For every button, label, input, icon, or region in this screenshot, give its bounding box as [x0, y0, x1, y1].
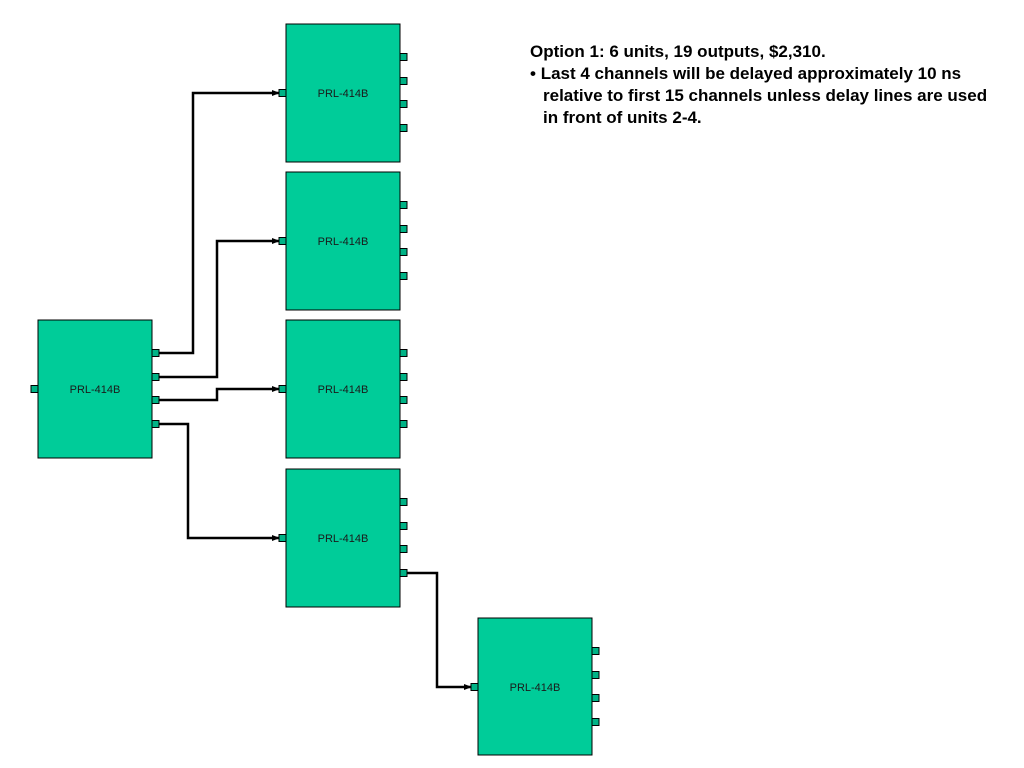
input-port [278, 385, 287, 393]
connection-wires [159, 90, 472, 690]
unit-u2: PRL-414B [278, 23, 408, 163]
wire-u1-out3-to-u4 [159, 386, 280, 402]
unit-label: PRL-414B [318, 236, 369, 248]
unit-label: PRL-414B [70, 384, 121, 396]
output-port-4 [591, 718, 600, 726]
unit-box [285, 23, 401, 163]
output-port-4 [399, 124, 408, 132]
notes-panel: Option 1: 6 units, 19 outputs, $2,310. •… [530, 41, 1000, 129]
output-port-2 [399, 77, 408, 85]
unit-box [285, 319, 401, 459]
unit-u4: PRL-414B [278, 319, 408, 459]
unit-u3: PRL-414B [278, 171, 408, 311]
unit-box [477, 617, 593, 756]
output-port-3 [399, 396, 408, 404]
output-port-4 [399, 569, 408, 577]
units-layer: PRL-414B PRL-414B PRL-414B PRL-414B PRL-414B… [30, 23, 600, 756]
wire-u1-out1-to-u2 [159, 90, 280, 355]
output-port-1 [399, 53, 408, 61]
output-port-2 [399, 373, 408, 381]
output-port-1 [399, 349, 408, 357]
input-port [278, 534, 287, 542]
unit-label: PRL-414B [318, 533, 369, 545]
notes-heading: Option 1: 6 units, 19 outputs, $2,310. [530, 42, 826, 61]
input-port [278, 237, 287, 245]
output-port-3 [399, 545, 408, 553]
output-port-2 [399, 225, 408, 233]
output-port-2 [399, 522, 408, 530]
unit-label: PRL-414B [318, 88, 369, 100]
unit-label: PRL-414B [510, 682, 561, 694]
output-port-1 [399, 201, 408, 209]
output-port-3 [591, 694, 600, 702]
unit-u1: PRL-414B [30, 319, 160, 459]
output-port-3 [399, 100, 408, 108]
wire-u1-out2-to-u3 [159, 238, 280, 379]
unit-u5: PRL-414B [278, 468, 408, 608]
output-port-4 [399, 272, 408, 280]
unit-box [37, 319, 153, 459]
input-port [470, 683, 479, 691]
output-port-3 [151, 396, 160, 404]
notes-bullet: • Last 4 channels will be delayed approx… [530, 63, 1000, 129]
bullet-text: Last 4 channels will be delayed approxim… [540, 64, 988, 127]
output-port-3 [399, 248, 408, 256]
wire-u5-out4-to-u6 [407, 571, 472, 690]
wire-u1-out4-to-u5 [159, 422, 280, 541]
input-port [30, 385, 39, 393]
unit-box [285, 468, 401, 608]
output-port-4 [399, 420, 408, 428]
output-port-1 [151, 349, 160, 357]
output-port-2 [151, 373, 160, 381]
unit-label: PRL-414B [318, 384, 369, 396]
output-port-1 [399, 498, 408, 506]
output-port-4 [151, 420, 160, 428]
unit-u6: PRL-414B [470, 617, 600, 756]
input-port [278, 89, 287, 97]
output-port-2 [591, 671, 600, 679]
output-port-1 [591, 647, 600, 655]
bullet-marker: • [530, 64, 536, 83]
unit-box [285, 171, 401, 311]
